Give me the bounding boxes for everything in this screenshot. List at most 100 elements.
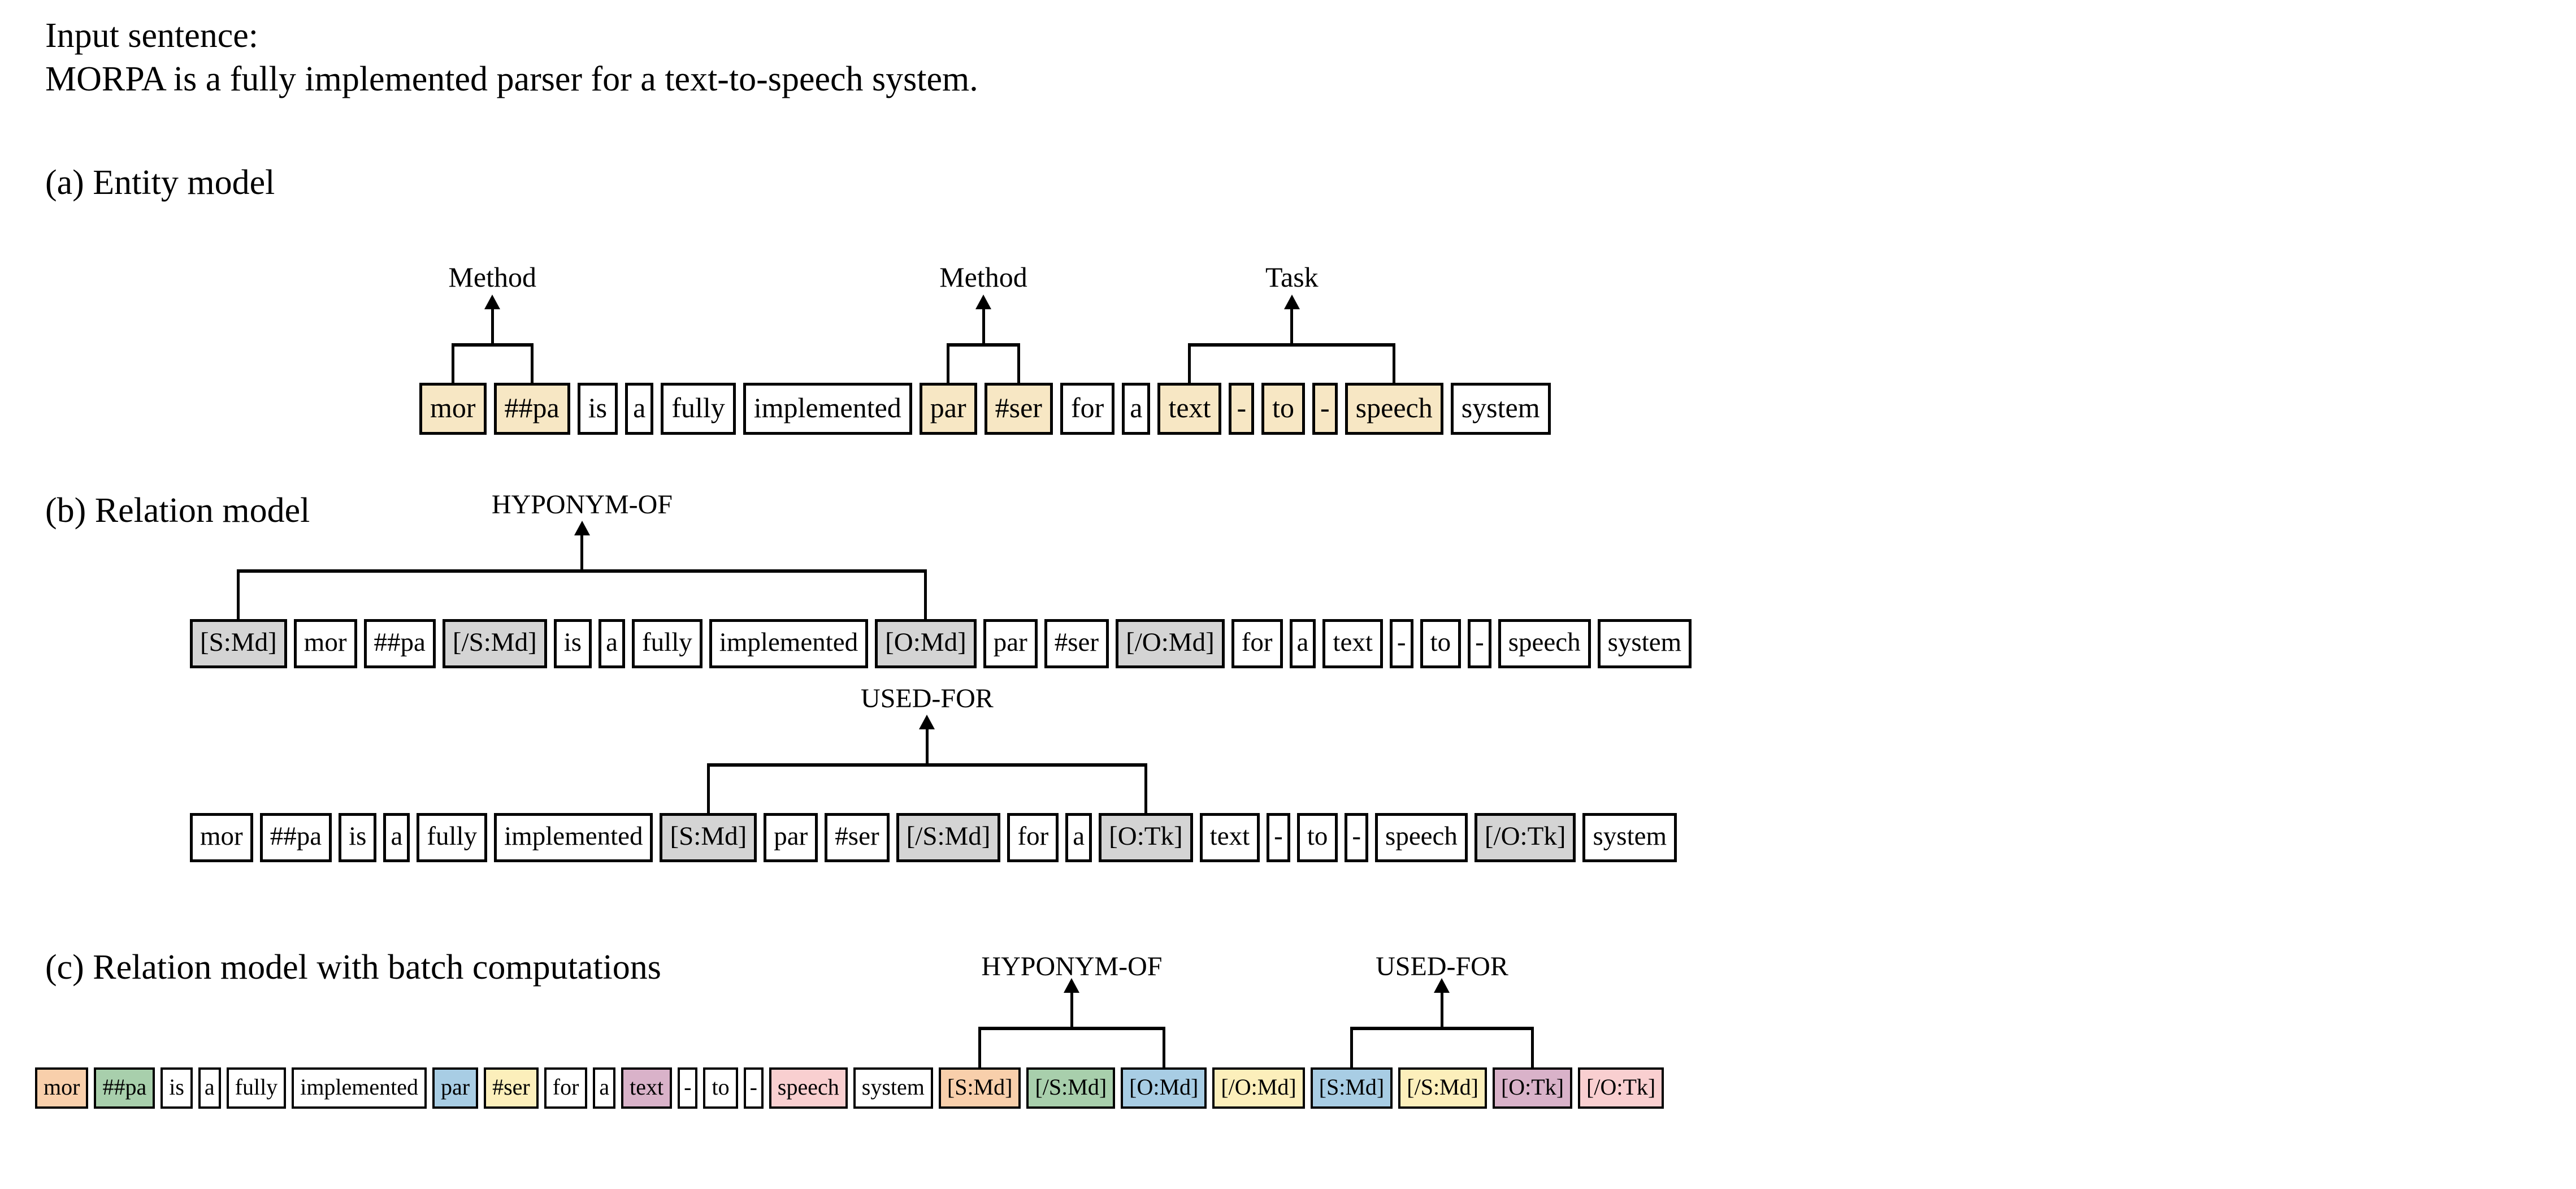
token-box: [S:Md]	[938, 1067, 1021, 1109]
token-box: par	[919, 383, 977, 435]
bracket-leg	[947, 343, 950, 383]
input-sentence-text: MORPA is a fully implemented parser for …	[45, 60, 978, 98]
bracket-leg	[530, 343, 534, 383]
token-box: mor	[293, 619, 357, 668]
token-box: a	[1122, 383, 1151, 435]
bracket-stem	[1440, 992, 1443, 1027]
token-box: is	[339, 813, 377, 862]
token-box: #ser	[825, 813, 890, 862]
token-box: implemented	[709, 619, 869, 668]
token-box: is	[161, 1067, 193, 1109]
token-box: -	[1267, 813, 1290, 862]
token-box: [O:Tk]	[1099, 813, 1193, 862]
token-box: -	[1345, 813, 1369, 862]
bracket-leg	[978, 1027, 982, 1067]
bracket-leg	[1350, 1027, 1353, 1067]
token-box: #ser	[984, 383, 1053, 435]
token-box: system	[853, 1067, 933, 1109]
token-box: text	[1157, 383, 1222, 435]
token-box: par	[432, 1067, 479, 1109]
token-box: a	[1289, 619, 1316, 668]
relation-label: USED-FOR	[1376, 952, 1508, 982]
bracket-leg	[451, 343, 454, 383]
token-box: is	[577, 383, 618, 435]
bracket-leg	[706, 763, 710, 813]
token-box: to	[1296, 813, 1338, 862]
bracket-bar	[948, 343, 1019, 347]
token-box: [O:Md]	[875, 619, 977, 668]
token-box: [/O:Md]	[1116, 619, 1225, 668]
arrow-head-icon	[484, 295, 501, 309]
bracket-leg	[924, 569, 927, 619]
bracket-bar	[708, 763, 1146, 767]
bracket-stem	[580, 534, 584, 569]
token-box: [O:Tk]	[1492, 1067, 1573, 1109]
token-box: fully	[631, 619, 702, 668]
token-box: for	[544, 1067, 588, 1109]
token-box: [/O:Tk]	[1578, 1067, 1664, 1109]
token-box: ##pa	[493, 383, 570, 435]
bracket-bar	[1189, 343, 1394, 347]
bracket-stem	[1290, 308, 1294, 343]
token-box: par	[764, 813, 818, 862]
bracket-bar	[238, 569, 926, 573]
bracket-leg	[1162, 1027, 1165, 1067]
token-box: system	[1450, 383, 1551, 435]
token-box: speech	[1345, 383, 1443, 435]
token-box: [O:Md]	[1121, 1067, 1207, 1109]
bracket-leg	[237, 569, 240, 619]
token-box: par	[983, 619, 1038, 668]
relation-label: Method	[939, 261, 1027, 293]
token-box: ##pa	[259, 813, 332, 862]
token-box: implemented	[494, 813, 653, 862]
section-c-caption: (c) Relation model with batch computatio…	[45, 948, 661, 987]
token-box: -	[1229, 383, 1255, 435]
token-box: -	[1312, 383, 1338, 435]
token-box: -	[743, 1067, 764, 1109]
token-box: system	[1582, 813, 1677, 862]
bracket-leg	[1144, 763, 1147, 813]
token-box: is	[553, 619, 592, 668]
token-box: for	[1007, 813, 1059, 862]
section-b-caption: (b) Relation model	[45, 491, 310, 530]
arrow-head-icon	[975, 295, 991, 309]
token-box: text	[621, 1067, 673, 1109]
relation-label: USED-FOR	[861, 684, 994, 714]
section-a-caption: (a) Entity model	[45, 163, 275, 202]
token-box: mor	[190, 813, 253, 862]
token-box: speech	[769, 1067, 848, 1109]
token-box: a	[625, 383, 654, 435]
token-box: [/S:Md]	[896, 813, 1001, 862]
arrow-head-icon	[1283, 295, 1300, 309]
token-box: [/S:Md]	[1398, 1067, 1487, 1109]
token-box: fully	[661, 383, 736, 435]
token-box: [S:Md]	[660, 813, 757, 862]
bracket-bar	[453, 343, 532, 347]
token-box: speech	[1498, 619, 1591, 668]
relation-label: Method	[448, 261, 536, 293]
token-box: to	[703, 1067, 738, 1109]
token-box: implemented	[292, 1067, 427, 1109]
bracket-bar	[1351, 1027, 1533, 1030]
token-box: [/O:Tk]	[1474, 813, 1576, 862]
token-box: a	[593, 1067, 616, 1109]
token-box: -	[678, 1067, 698, 1109]
token-box: a	[198, 1067, 221, 1109]
token-box: ##pa	[94, 1067, 155, 1109]
bracket-stem	[982, 308, 985, 343]
bracket-leg	[1017, 343, 1020, 383]
token-box: -	[1389, 619, 1413, 668]
arrow-head-icon	[1064, 978, 1080, 993]
token-box: system	[1597, 619, 1692, 668]
token-box: a	[383, 813, 410, 862]
token-box: for	[1060, 383, 1115, 435]
token-box: -	[1468, 619, 1491, 668]
token-box: fully	[226, 1067, 287, 1109]
token-box: speech	[1375, 813, 1468, 862]
arrow-head-icon	[919, 715, 935, 729]
input-sentence-label: Input sentence:	[45, 16, 259, 55]
token-box: [S:Md]	[190, 619, 287, 668]
